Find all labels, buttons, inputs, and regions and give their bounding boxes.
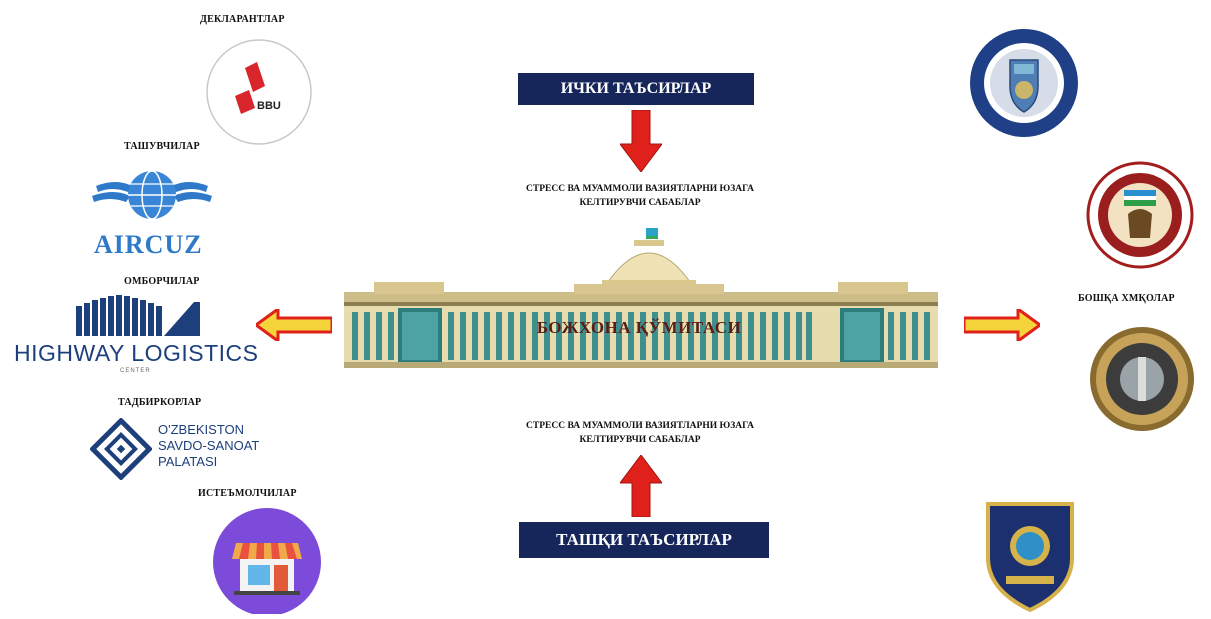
up-arrow-icon — [620, 455, 662, 517]
bbu-logo: BBU — [205, 38, 313, 146]
highway-logistics-text: HIGHWAY LOGISTICS — [14, 340, 259, 366]
bbu-logo-text: BBU — [257, 100, 281, 112]
highway-logistics-sub: CENTER — [120, 368, 151, 374]
emblem-round-gold — [1086, 324, 1198, 434]
label-warehouses: ОМБОРЧИЛАР — [124, 276, 200, 287]
aircuz-logo-text: AIRCUZ — [94, 230, 203, 259]
down-arrow-icon — [620, 110, 662, 172]
emblem-round-red — [1084, 160, 1196, 270]
label-entrepreneurs: ТАДБИРКОРЛАР — [118, 397, 202, 408]
left-arrow-icon — [256, 309, 332, 341]
customs-building: БОЖХОНА ҚЎМИТАСИ — [344, 226, 938, 370]
label-declarants: ДЕКЛАРАНТЛАР — [200, 14, 285, 25]
outer-influences-box: ТАШҚИ ТАЪСИРЛАР — [519, 522, 769, 558]
highway-logistics-logo: HIGHWAY LOGISTICS CENTER — [4, 290, 268, 382]
inner-cause-line2: КЕЛТИРУВЧИ САБАБЛАР — [579, 198, 701, 208]
emblem-round-blue — [966, 26, 1082, 140]
aircuz-logo: AIRCUZ — [86, 160, 218, 260]
inner-influences-box: ИЧКИ ТАЪСИРЛАР — [518, 73, 754, 105]
chamber-line1: O'ZBEKISTON — [158, 422, 245, 437]
uzbekistan-chamber-logo: O'ZBEKISTON SAVDO-SANOAT PALATASI — [89, 417, 290, 481]
outer-cause-line1: СТРЕСС ВА МУАММОЛИ ВАЗИЯТЛАРНИ ЮЗАГА — [526, 421, 754, 431]
label-consumers: ИСТЕЪМОЛЧИЛАР — [198, 488, 297, 499]
chamber-line2: SAVDO-SANOAT — [158, 438, 260, 453]
shop-icon — [212, 507, 322, 616]
emblem-shield — [982, 496, 1078, 613]
right-arrow-icon — [964, 309, 1040, 341]
label-carriers: ТАШУВЧИЛАР — [124, 141, 200, 152]
customs-committee-label: БОЖХОНА ҚЎМИТАСИ — [536, 318, 742, 337]
label-other-services: БОШҚА ХМҚОЛАР — [1078, 293, 1175, 304]
outer-cause-line2: КЕЛТИРУВЧИ САБАБЛАР — [579, 435, 701, 445]
inner-cause-line1: СТРЕСС ВА МУАММОЛИ ВАЗИЯТЛАРНИ ЮЗАГА — [526, 184, 754, 194]
chamber-line3: PALATASI — [158, 454, 218, 469]
